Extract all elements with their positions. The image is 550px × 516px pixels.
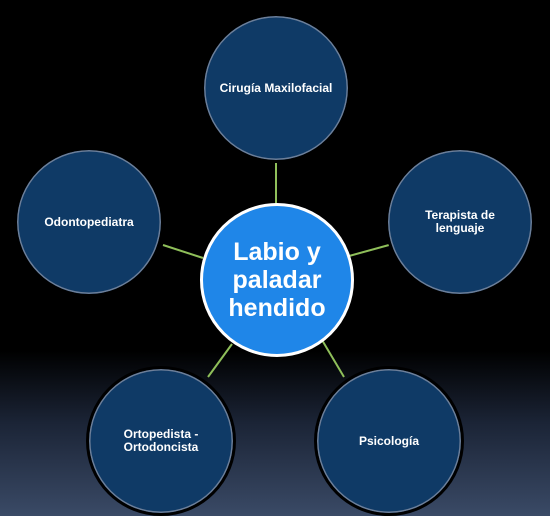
node-terapista-de-lenguaje: Terapista de lenguaje	[385, 147, 535, 297]
connector-terapista	[348, 244, 390, 257]
node-label: Psicología	[358, 433, 420, 448]
connector-ortopedista	[207, 343, 233, 378]
node-cirugia-maxilofacial: Cirugía Maxilofacial	[201, 13, 351, 163]
node-label: Cirugía Maxilofacial	[219, 80, 333, 95]
center-node: Labio y paladar hendido	[200, 203, 354, 357]
center-label: Labio y paladar hendido	[228, 238, 326, 322]
node-psicologia: Psicología	[314, 366, 464, 516]
node-label: Odontopediatra	[44, 214, 134, 229]
connector-psicologia	[321, 339, 345, 378]
node-odontopediatra: Odontopediatra	[14, 147, 164, 297]
node-ortopedista-ortodoncista: Ortopedista - Ortodoncista	[86, 366, 236, 516]
connector-odontopediatra	[162, 244, 204, 259]
node-label: Terapista de lenguaje	[425, 208, 495, 235]
node-label: Ortopedista - Ortodoncista	[123, 427, 199, 454]
